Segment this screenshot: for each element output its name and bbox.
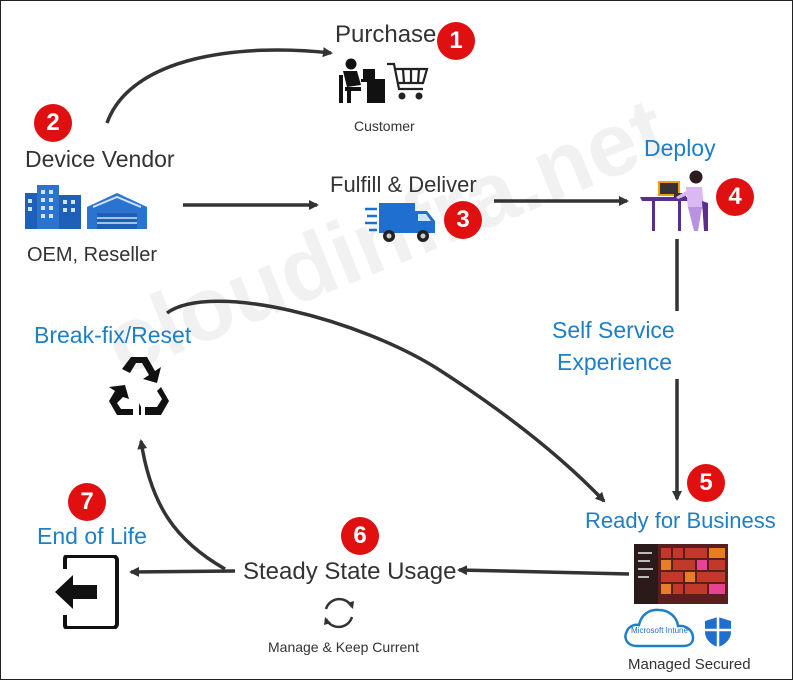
steady-caption: Manage & Keep Current: [268, 639, 419, 655]
step-badge-3: 3: [444, 201, 482, 239]
vendor-caption: OEM, Reseller: [27, 244, 158, 266]
exit-door-icon: [55, 555, 119, 629]
step-badge-5: 5: [687, 464, 725, 502]
delivery-truck-icon: [365, 203, 435, 242]
arrow-steady-to-eol: [129, 566, 236, 577]
step-badge-2: 2: [34, 104, 72, 142]
step-badge-7: 7: [68, 483, 106, 521]
purchase-caption: Customer: [354, 118, 415, 134]
office-building-icon: [25, 185, 81, 229]
eol-title: End of Life: [37, 523, 147, 549]
step-badge-6: 6: [341, 517, 379, 555]
purchase-title: Purchase: [335, 21, 437, 48]
self-service-line2: Experience: [557, 349, 673, 375]
arrow-steady-to-breakfix: [137, 439, 226, 571]
arrow-vendor-to-purchase: [105, 47, 333, 124]
breakfix-title: Break-fix/Reset: [34, 322, 192, 348]
ready-title: Ready for Business: [585, 508, 776, 533]
arrow-ready-to-steady: [457, 565, 630, 576]
windows-start-screen-icon: [634, 544, 728, 604]
step-badge-1: 1: [437, 22, 475, 60]
person-at-laptop-icon: [640, 170, 708, 231]
intune-label: Microsoft Intune: [631, 626, 688, 635]
vendor-title: Device Vendor: [25, 146, 175, 172]
fulfill-title: Fulfill & Deliver: [330, 172, 477, 197]
customer-at-desk-icon: [339, 58, 385, 103]
deploy-title: Deploy: [644, 135, 716, 161]
refresh-icon: [324, 597, 354, 629]
warehouse-icon: [87, 193, 147, 229]
step-badge-4: 4: [716, 178, 754, 216]
self-service-line1: Self Service: [552, 317, 675, 343]
cloud-icon: [624, 608, 695, 648]
steady-title: Steady State Usage: [243, 558, 457, 585]
shopping-cart-icon: [387, 62, 429, 100]
recycle-icon: [109, 357, 169, 415]
shield-icon: [705, 617, 731, 647]
arrow-breakfix-to-ready: [165, 299, 606, 503]
ready-caption: Managed Secured: [628, 656, 751, 673]
